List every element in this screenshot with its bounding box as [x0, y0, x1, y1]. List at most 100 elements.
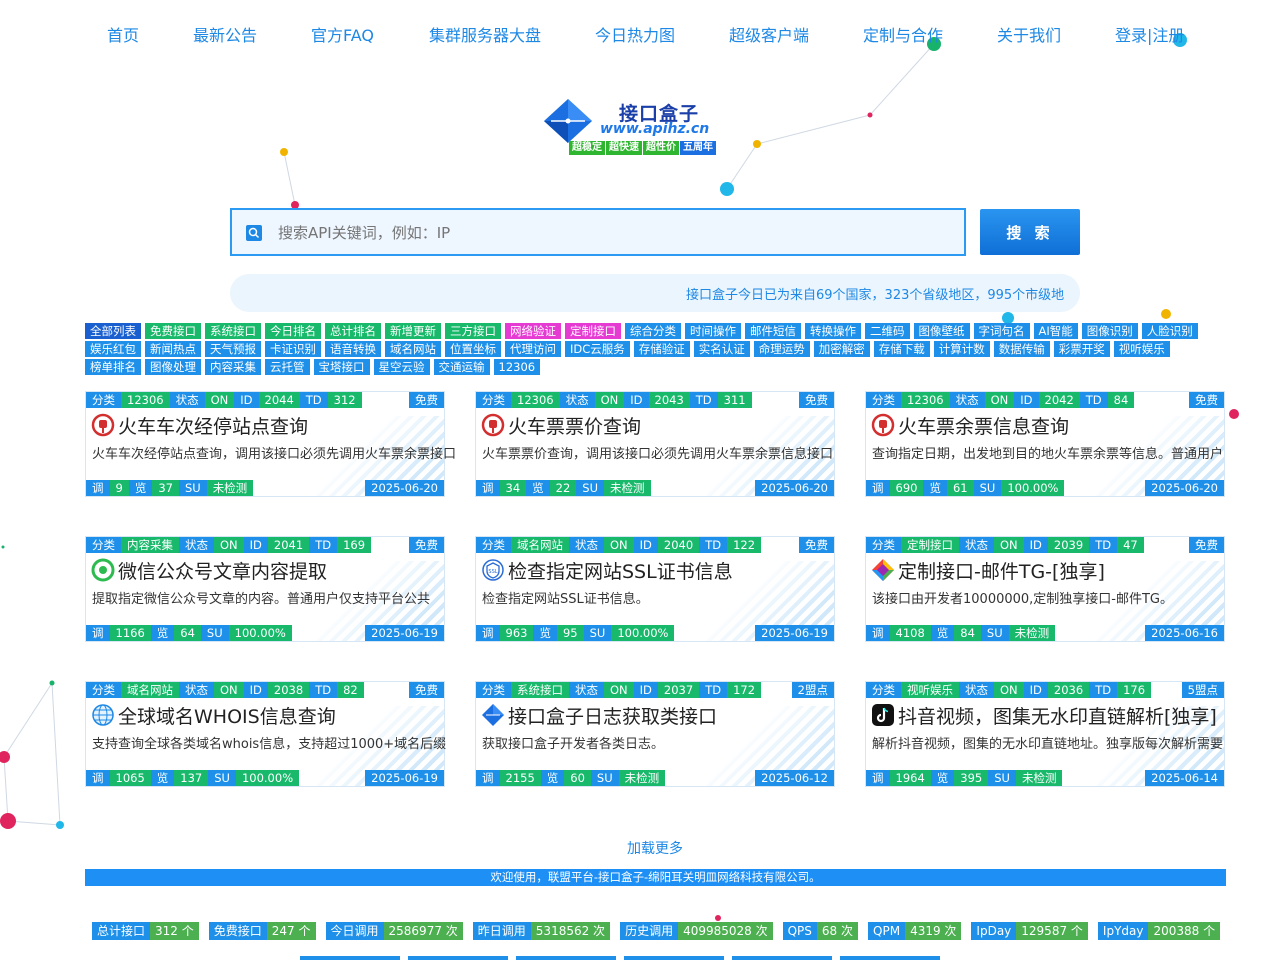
meta-label: SU	[200, 625, 229, 641]
category-tag[interactable]: 视听娱乐	[1113, 341, 1170, 357]
card-description: 提取指定微信公众号文章的内容。普通用户仅支持平台公共	[92, 592, 431, 607]
category-tag[interactable]: 综合分类	[625, 323, 681, 339]
site-logo[interactable]: 接口盒子 www.apihz.cn 超稳定 超快速 超性价 五周年	[543, 95, 743, 157]
category-tag[interactable]: 宝塔接口	[313, 359, 370, 375]
load-more-link[interactable]: 加载更多	[627, 841, 683, 857]
card-category[interactable]: 系统接口	[511, 682, 569, 698]
category-tag[interactable]: 人脸识别	[1141, 323, 1198, 339]
category-tag[interactable]: 加密解密	[813, 341, 870, 357]
category-tag[interactable]: 时间操作	[685, 323, 741, 339]
category-tag[interactable]: 云托管	[265, 359, 310, 375]
card-calls: 963	[499, 625, 534, 641]
category-tag[interactable]: 内容采集	[205, 359, 261, 375]
category-tag[interactable]: 域名网站	[385, 341, 441, 357]
card-status: ON	[984, 392, 1015, 408]
category-tag[interactable]: 三方接口	[445, 323, 501, 339]
category-tag[interactable]: 星空云验	[373, 359, 430, 375]
nav-heatmap[interactable]: 今日热力图	[595, 26, 676, 45]
card-price-badge: 5盟点	[1181, 682, 1224, 698]
search-input[interactable]	[276, 210, 960, 256]
category-tag[interactable]: 总计排名	[325, 323, 381, 339]
category-tag[interactable]: 邮件短信	[745, 323, 801, 339]
card-title[interactable]: 火车票票价查询	[508, 415, 642, 438]
card-category[interactable]: 12306	[901, 392, 950, 408]
meta-label: 分类	[476, 392, 511, 408]
category-tag[interactable]: 图像壁纸	[913, 323, 970, 339]
nav-about[interactable]: 关于我们	[997, 26, 1062, 45]
card-title[interactable]: 检查指定网站SSL证书信息	[508, 560, 733, 583]
category-tag[interactable]: 榜单排名	[85, 359, 141, 375]
category-tag[interactable]: 存储验证	[633, 341, 690, 357]
category-tag[interactable]: 存储下载	[873, 341, 930, 357]
category-tag[interactable]: 转换操作	[805, 323, 861, 339]
card-description: 支持查询全球各类域名whois信息，支持超过1000+域名后缀	[92, 737, 447, 752]
card-title[interactable]: 定制接口-邮件TG-[独享]	[898, 560, 1105, 583]
nav-announcements[interactable]: 最新公告	[193, 26, 258, 45]
nav-cluster-dashboard[interactable]: 集群服务器大盘	[429, 26, 542, 45]
category-tag[interactable]: 图像识别	[1081, 323, 1138, 339]
card-title[interactable]: 火车票余票信息查询	[898, 415, 1070, 438]
search-button[interactable]: 搜 索	[980, 209, 1080, 255]
card-title[interactable]: 抖音视频，图集无水印直链解析[独享]	[898, 705, 1217, 728]
category-tag[interactable]: 卡证识别	[265, 341, 321, 357]
category-tag[interactable]: IDC云服务	[565, 341, 630, 357]
category-tag[interactable]: 免费接口	[145, 323, 201, 339]
card-category[interactable]: 12306	[121, 392, 170, 408]
nav-faq[interactable]: 官方FAQ	[311, 26, 374, 45]
category-tag[interactable]: 位置坐标	[445, 341, 501, 357]
stat-label: QPS	[782, 922, 817, 940]
category-tag[interactable]: 系统接口	[205, 323, 261, 339]
meta-label: 状态	[959, 537, 994, 553]
card-category[interactable]: 12306	[511, 392, 560, 408]
nav-login-register[interactable]: 登录|注册	[1115, 26, 1185, 45]
category-tag[interactable]: 图像处理	[145, 359, 201, 375]
category-tag[interactable]: 网络验证	[505, 323, 561, 339]
category-tag[interactable]: 定制接口	[565, 323, 621, 339]
category-tag[interactable]: 天气预报	[205, 341, 261, 357]
category-tag[interactable]: 计算计数	[933, 341, 990, 357]
category-tag[interactable]: 新增更新	[385, 323, 441, 339]
card-title[interactable]: 接口盒子日志获取类接口	[508, 705, 718, 728]
category-tag[interactable]: 实名认证	[693, 341, 750, 357]
card-title[interactable]: 火车车次经停站点查询	[118, 415, 309, 438]
card-views: 61	[946, 480, 974, 496]
category-tag[interactable]: 今日排名	[265, 323, 321, 339]
nav-custom-cooperation[interactable]: 定制与合作	[863, 26, 944, 45]
category-tag[interactable]: 12306	[493, 359, 541, 375]
nav-super-client[interactable]: 超级客户端	[729, 26, 810, 45]
category-tag[interactable]: 命理运势	[753, 341, 810, 357]
card-title-row: 微信公众号文章内容提取	[91, 556, 441, 584]
category-tag[interactable]: 数据传输	[993, 341, 1050, 357]
card-date: 2025-06-19	[755, 625, 834, 641]
card-category[interactable]: 视听娱乐	[901, 682, 959, 698]
category-tag[interactable]: 语音转换	[325, 341, 381, 357]
category-tag[interactable]: 代理访问	[505, 341, 561, 357]
category-tag[interactable]: 字词句名	[973, 323, 1030, 339]
category-tag[interactable]: 交通运输	[433, 359, 490, 375]
card-category[interactable]: 内容采集	[121, 537, 179, 553]
card-category[interactable]: 定制接口	[901, 537, 959, 553]
card-title[interactable]: 全球域名WHOIS信息查询	[118, 705, 336, 728]
nav-home[interactable]: 首页	[107, 26, 140, 45]
category-tag[interactable]: AI智能	[1033, 323, 1078, 339]
category-tag[interactable]: 二维码	[865, 323, 910, 339]
card-title[interactable]: 微信公众号文章内容提取	[118, 560, 328, 583]
card-category[interactable]: 域名网站	[121, 682, 179, 698]
category-tag[interactable]: 新闻热点	[145, 341, 201, 357]
tiktok-icon	[871, 703, 895, 727]
category-tag[interactable]: 彩票开奖	[1053, 341, 1110, 357]
category-tag[interactable]: 娱乐红包	[85, 341, 141, 357]
card-category[interactable]: 域名网站	[511, 537, 569, 553]
category-tag[interactable]: 全部列表	[85, 323, 141, 339]
